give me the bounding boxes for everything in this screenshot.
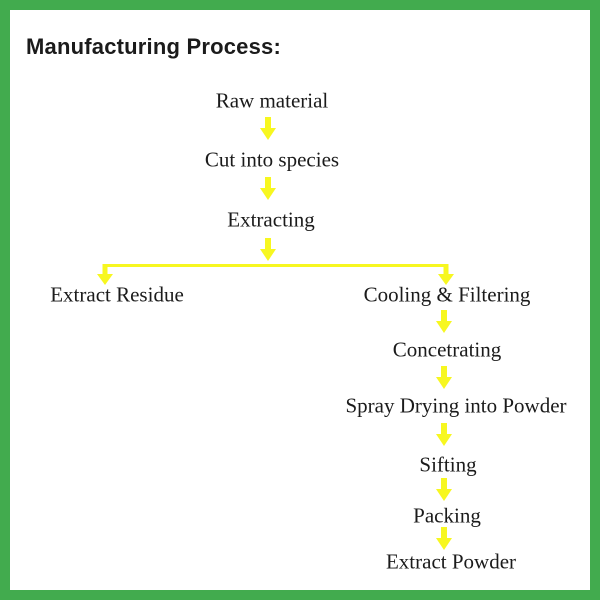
arrow-down-icon: [436, 423, 452, 446]
arrow-down-icon: [436, 478, 452, 501]
arrow-down-icon: [436, 366, 452, 389]
flow-node-extract-residue: Extract Residue: [50, 282, 184, 307]
arrow-down-icon: [260, 117, 276, 140]
flow-node-raw-material: Raw material: [215, 88, 329, 113]
arrow-down-icon: [260, 238, 276, 261]
flow-node-cooling-filtering: Cooling & Filtering: [363, 282, 531, 307]
arrow-down-icon: [260, 177, 276, 200]
page-title: Manufacturing Process:: [26, 34, 282, 59]
arrow-down-icon: [436, 310, 452, 333]
flow-node-spray-drying: Spray Drying into Powder: [345, 393, 567, 418]
flow-node-extracting: Extracting: [227, 207, 315, 232]
flow-node-extract-powder: Extract Powder: [385, 549, 517, 574]
flow-node-concetrating: Concetrating: [392, 337, 502, 362]
flow-node-cut-into-species: Cut into species: [204, 147, 340, 172]
flow-node-packing: Packing: [413, 503, 481, 528]
flow-node-sifting: Sifting: [419, 452, 477, 477]
branch-connector: [97, 264, 455, 290]
arrow-down-icon: [436, 527, 452, 550]
